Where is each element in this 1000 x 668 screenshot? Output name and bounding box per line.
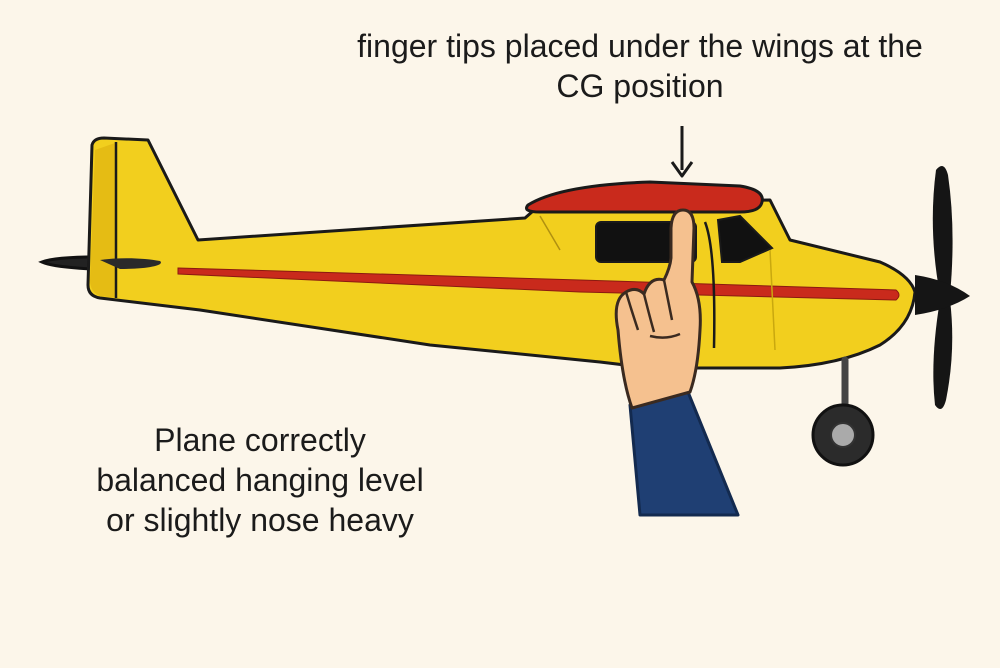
cg-caption-line-2: CG position: [556, 68, 724, 104]
balance-result-caption: Plane correctly balanced hanging level o…: [40, 420, 480, 540]
balance-caption-line-1: Plane correctly: [154, 422, 366, 458]
stabilizer-front: [100, 258, 161, 269]
cowling-line: [769, 249, 776, 351]
fuselage-stripe: [177, 267, 900, 301]
windshield: [716, 214, 774, 263]
cabin-frame-line: [539, 215, 561, 251]
finger-creases: [624, 279, 681, 339]
balance-caption-line-3: or slightly nose heavy: [106, 502, 414, 538]
wheel-hub: [830, 422, 856, 448]
door-line: [703, 221, 716, 349]
spinner: [915, 275, 970, 315]
cg-caption-line-1: finger tips placed under the wings at th…: [357, 28, 923, 64]
arrow-head: [670, 161, 694, 178]
balance-caption-line-2: balanced hanging level: [96, 462, 424, 498]
sleeve: [628, 390, 740, 517]
wing: [525, 180, 764, 214]
fuselage: [86, 136, 917, 370]
propeller-blade-top: [932, 166, 953, 295]
propeller-blade-bottom: [933, 300, 953, 409]
cg-instruction-caption: finger tips placed under the wings at th…: [300, 26, 980, 106]
hand: [614, 208, 702, 410]
